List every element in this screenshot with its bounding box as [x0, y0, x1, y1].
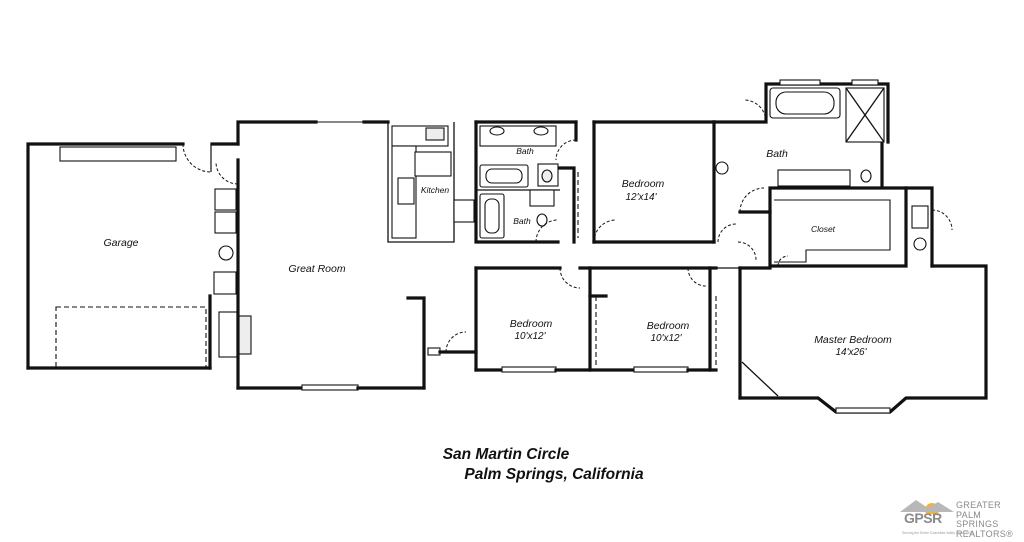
room-label-bath-upper: Bath [516, 146, 534, 156]
fireplace [237, 315, 252, 355]
window-great-room [301, 384, 359, 391]
kitchen-area: Kitchen [387, 122, 475, 243]
closet-area: Closet [768, 186, 953, 268]
bedroom-1-area: Bedroom 12'x14' [558, 120, 716, 244]
logo-line-1: GREATER [956, 500, 1001, 510]
water-heater [218, 245, 234, 261]
master-bedroom-area: Master Bedroom 14'x26' [738, 264, 988, 414]
garage-area: Garage [26, 142, 252, 370]
room-label-bedroom-2: Bedroom [510, 318, 553, 330]
hall-doors [687, 223, 757, 287]
caption-street: San Martin Circle [442, 446, 570, 463]
room-label-garage: Garage [103, 237, 138, 249]
master-bath-toilet [860, 169, 872, 183]
utility-cabinet [213, 271, 237, 295]
master-bath-vanity [777, 169, 851, 187]
logo-letters: GPSR [904, 510, 942, 526]
logo-line-2: PALM SPRINGS [956, 509, 999, 529]
bedroom-3-area: Bedroom 10'x12' [588, 266, 718, 373]
logo-tagline: Serving the Entire Coachella Valley Sinc… [902, 531, 973, 535]
caption-city: Palm Springs, California [464, 466, 644, 483]
window-master-bedroom [835, 407, 891, 414]
room-label-closet: Closet [811, 224, 836, 234]
window-bedroom-3 [633, 366, 689, 373]
gpsr-logo: GPSR GREATER PALM SPRINGS REALTORS® Serv… [898, 494, 1018, 538]
room-label-master-bedroom: Master Bedroom [814, 334, 892, 346]
logo-wordmark: GREATER PALM SPRINGS REALTORS® [956, 500, 1018, 539]
room-label-bath-lower: Bath [513, 216, 531, 226]
great-room-area: Great Room [215, 120, 426, 391]
room-dimensions-bedroom-2: 10'x12' [514, 331, 546, 342]
bedroom-2-area: Bedroom 10'x12' [427, 266, 718, 373]
refrigerator [453, 199, 475, 223]
fireplace-hearth [218, 311, 238, 358]
lower-bath-toilet [536, 213, 548, 227]
garage-door [55, 306, 207, 368]
logo-line-3: REALTORS® [956, 528, 1014, 539]
kitchen-sink [425, 127, 445, 141]
master-bath-area: Bath [712, 79, 890, 214]
washer [214, 188, 237, 211]
center-baths-area: Bath Bath [474, 120, 578, 244]
sun-mountain-icon [900, 500, 954, 514]
kitchen-range [397, 177, 415, 205]
room-label-bath-master: Bath [766, 148, 788, 160]
room-dimensions-master-bedroom: 14'x26' [835, 347, 867, 358]
lower-bath-sink [529, 189, 555, 207]
kitchen-island [414, 151, 452, 177]
room-dimensions-bedroom-1: 12'x14' [625, 192, 657, 203]
room-label-kitchen: Kitchen [421, 185, 450, 195]
room-label-bedroom-1: Bedroom [622, 178, 665, 190]
window-bedroom-2 [501, 366, 557, 373]
dryer [214, 211, 237, 234]
room-label-great-room: Great Room [288, 263, 345, 275]
room-dimensions-bedroom-3: 10'x12' [650, 333, 682, 344]
garage-cabinet [59, 146, 177, 162]
room-label-bedroom-3: Bedroom [647, 320, 690, 332]
